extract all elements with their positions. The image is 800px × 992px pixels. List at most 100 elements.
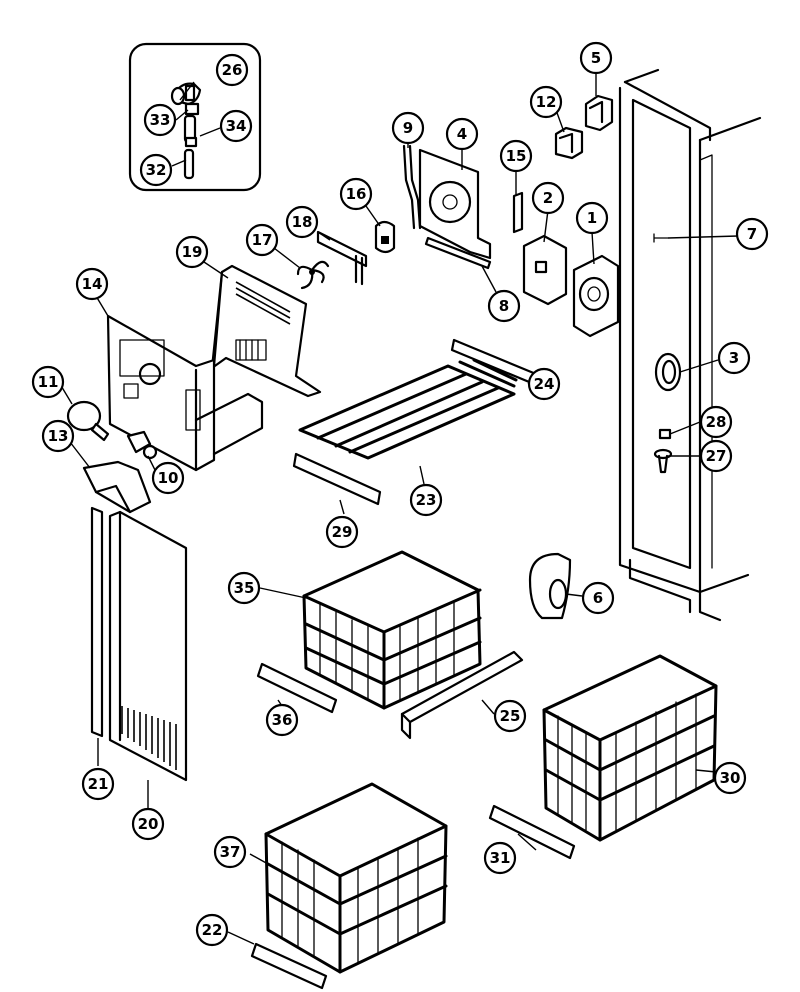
svg-text:11: 11 — [38, 373, 59, 391]
svg-text:6: 6 — [593, 589, 603, 607]
svg-text:23: 23 — [416, 491, 437, 509]
part-30-basket — [542, 654, 718, 842]
part-19-rear-panel — [210, 264, 322, 398]
callout-28: 28 — [699, 405, 733, 439]
part-8-strip — [424, 236, 492, 270]
svg-text:8: 8 — [499, 297, 509, 315]
callout-5: 5 — [579, 41, 613, 75]
callout-35: 35 — [227, 571, 261, 605]
callout-4: 4 — [445, 117, 479, 151]
callout-3: 3 — [717, 341, 751, 375]
svg-text:25: 25 — [500, 707, 521, 725]
part-9-rod — [402, 144, 422, 230]
callout-30: 30 — [713, 761, 747, 795]
callout-13: 13 — [41, 419, 75, 453]
part-23-wire-shelf — [298, 358, 518, 460]
callout-8: 8 — [487, 289, 521, 323]
part-1-fan-shroud — [572, 254, 620, 338]
callout-14: 14 — [75, 267, 109, 301]
part-14-control-housing — [106, 314, 264, 472]
callout-6: 6 — [581, 581, 615, 615]
callout-18: 18 — [285, 205, 319, 239]
svg-text:5: 5 — [591, 49, 601, 67]
part-15-bracket — [512, 191, 524, 234]
callout-19: 19 — [175, 235, 209, 269]
callout-36: 36 — [265, 703, 299, 737]
svg-text:30: 30 — [720, 769, 741, 787]
part-25-rail — [400, 650, 524, 740]
svg-text:22: 22 — [202, 921, 223, 939]
svg-text:12: 12 — [536, 93, 557, 111]
svg-text:10: 10 — [158, 469, 179, 487]
part-35-basket — [302, 550, 482, 710]
svg-text:33: 33 — [150, 111, 171, 129]
part-36-rail — [256, 662, 338, 714]
callout-32: 32 — [139, 153, 173, 187]
callout-9: 9 — [391, 111, 425, 145]
callout-2: 2 — [531, 181, 565, 215]
callout-12: 12 — [529, 85, 563, 119]
svg-text:31: 31 — [490, 849, 511, 867]
svg-text:35: 35 — [234, 579, 255, 597]
svg-text:27: 27 — [706, 447, 727, 465]
svg-text:3: 3 — [729, 349, 739, 367]
svg-text:20: 20 — [138, 815, 159, 833]
callout-26: 26 — [215, 53, 249, 87]
callout-7: 7 — [735, 217, 769, 251]
callout-20: 20 — [131, 807, 165, 841]
part-18-motor-bracket — [316, 230, 368, 286]
svg-text:24: 24 — [534, 375, 555, 393]
callout-1: 1 — [575, 201, 609, 235]
part-12-clip — [554, 126, 584, 160]
part-29-shelf-rail — [292, 452, 382, 506]
svg-text:21: 21 — [88, 775, 109, 793]
svg-text:18: 18 — [292, 213, 313, 231]
callout-16: 16 — [339, 177, 373, 211]
part-20-access-panel — [108, 510, 188, 782]
svg-text:26: 26 — [222, 61, 243, 79]
callout-21: 21 — [81, 767, 115, 801]
part-10-light-socket — [126, 430, 158, 460]
part-11-light-bulb — [66, 400, 110, 442]
svg-text:28: 28 — [706, 413, 727, 431]
svg-text:16: 16 — [346, 185, 367, 203]
svg-text:14: 14 — [82, 275, 103, 293]
part-31-rail — [488, 804, 576, 860]
svg-text:19: 19 — [182, 243, 203, 261]
svg-text:2: 2 — [543, 189, 553, 207]
svg-text:7: 7 — [747, 225, 757, 243]
part-17-fan-blade — [296, 260, 330, 290]
svg-text:36: 36 — [272, 711, 293, 729]
part-2-bracket — [522, 234, 568, 306]
callout-24: 24 — [527, 367, 561, 401]
svg-text:29: 29 — [332, 523, 353, 541]
part-6-cover — [528, 552, 572, 620]
svg-text:32: 32 — [146, 161, 167, 179]
part-37-basket — [264, 782, 448, 974]
part-16-motor — [374, 220, 396, 254]
svg-text:9: 9 — [403, 119, 413, 137]
svg-text:17: 17 — [252, 231, 273, 249]
callout-22: 22 — [195, 913, 229, 947]
callout-27: 27 — [699, 439, 733, 473]
svg-text:37: 37 — [220, 843, 241, 861]
svg-text:4: 4 — [457, 125, 467, 143]
svg-text:15: 15 — [506, 147, 527, 165]
svg-text:34: 34 — [226, 117, 247, 135]
svg-text:13: 13 — [48, 427, 69, 445]
callout-37: 37 — [213, 835, 247, 869]
callout-15: 15 — [499, 139, 533, 173]
inset-detail-box — [128, 42, 262, 192]
callout-11: 11 — [31, 365, 65, 399]
part-5-clip — [584, 94, 614, 132]
part-4-evaporator-cover — [418, 148, 492, 260]
part-21-trim-strip — [90, 506, 104, 738]
callout-31: 31 — [483, 841, 517, 875]
callout-34: 34 — [219, 109, 253, 143]
callout-33: 33 — [143, 103, 177, 137]
callout-29: 29 — [325, 515, 359, 549]
part-13-light-shield — [82, 460, 152, 514]
cabinet-liner — [618, 68, 762, 622]
callout-23: 23 — [409, 483, 443, 517]
